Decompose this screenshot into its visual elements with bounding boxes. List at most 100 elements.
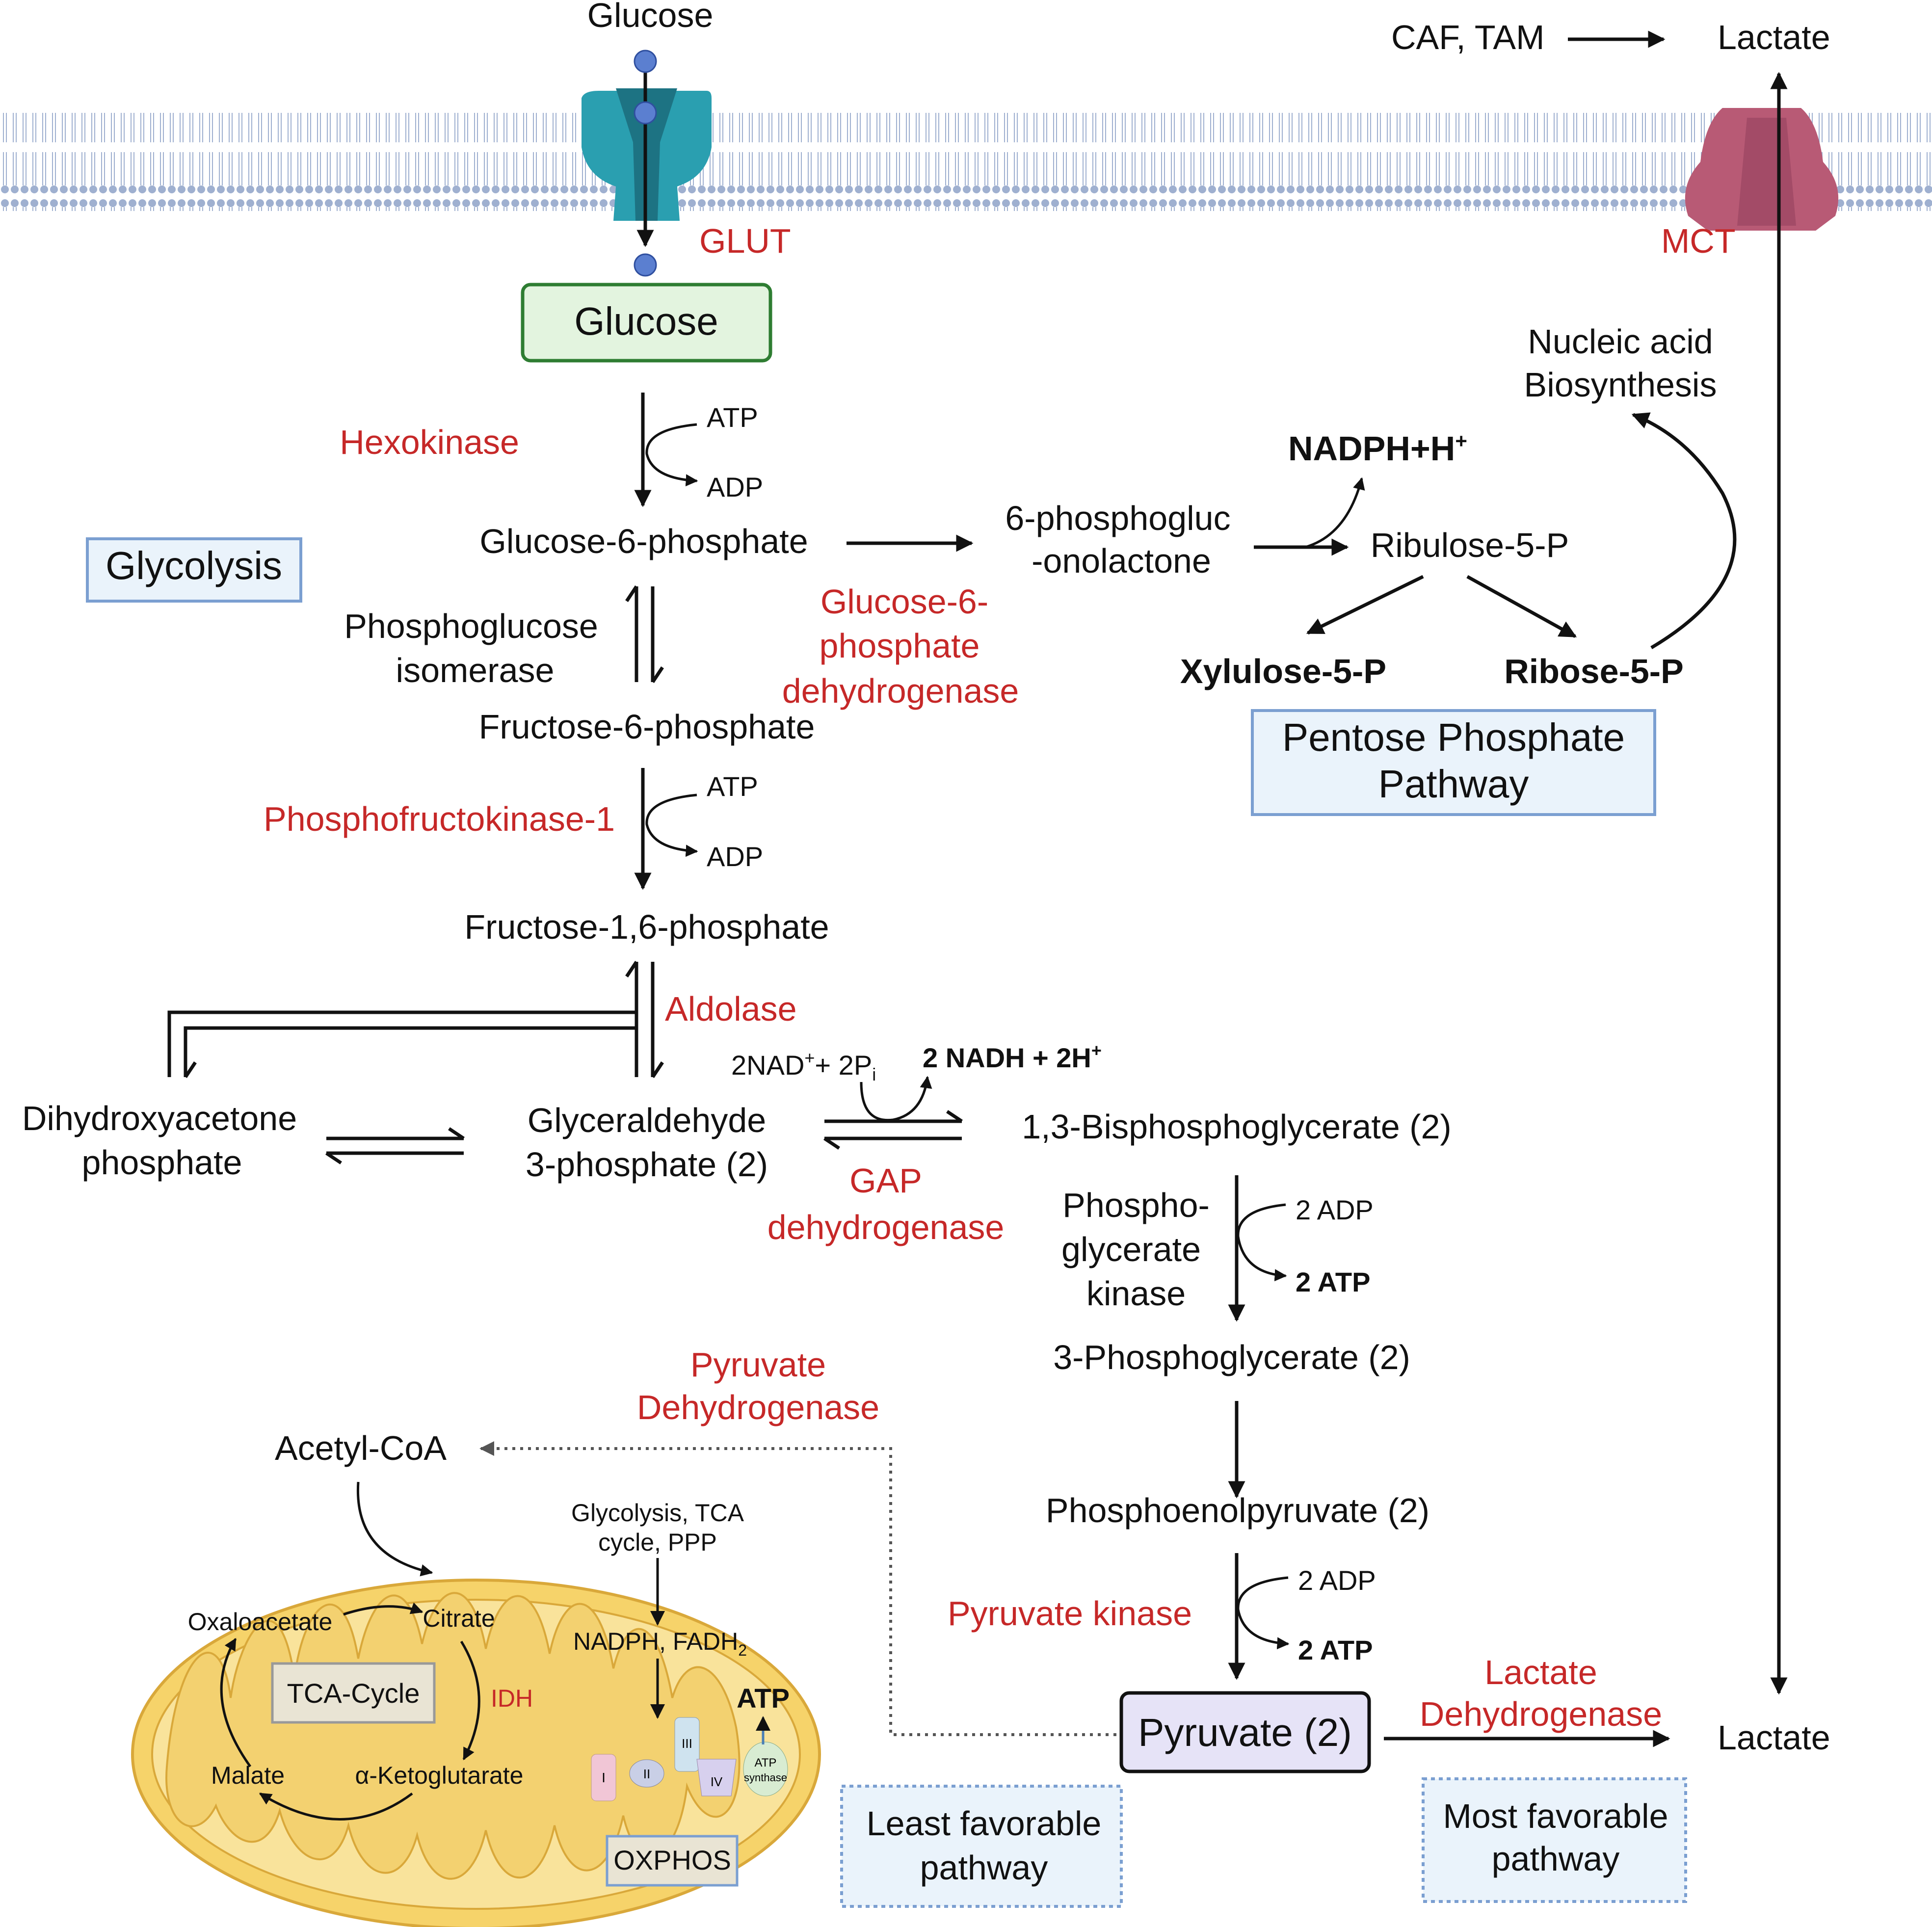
phosphogluconolactone-line2: -onolactone: [1032, 542, 1211, 580]
gapdh-label-line2: dehydrogenase: [768, 1208, 1005, 1246]
nadph-label: NADPH+H+: [1288, 429, 1467, 468]
pdh-label-line1: Pyruvate: [690, 1346, 826, 1384]
ldh-label-line2: Dehydrogenase: [1420, 1695, 1662, 1733]
3-phosphoglycerate-label: 3-Phosphoglycerate (2): [1053, 1338, 1410, 1376]
phosphogluconolactone-line1: 6-phosphogluc: [1005, 499, 1230, 537]
svg-text:I: I: [602, 1770, 606, 1785]
glucose-box-label: Glucose: [574, 299, 718, 343]
acetyl-coa-to-citrate-arrow: [356, 1481, 433, 1577]
svg-text:II: II: [643, 1767, 650, 1781]
ribose-arrow: [1466, 575, 1577, 638]
atp-label-2: ATP: [707, 771, 758, 802]
pgi-label-line2: isomerase: [396, 651, 555, 689]
gap-label-line1: Glyceraldehyde: [528, 1101, 766, 1139]
nucleic-acid-line2: Biosynthesis: [1524, 366, 1717, 404]
glucose-box: [521, 283, 772, 363]
xylulose-arrow: [1306, 575, 1424, 635]
tca-cycle-box: [271, 1662, 436, 1724]
least-favorable-line1: Least favorable: [867, 1804, 1102, 1843]
pgk-label-line3: kinase: [1086, 1274, 1186, 1313]
sources-line2: cycle, PPP: [598, 1529, 717, 1556]
aldolase-label: Aldolase: [665, 990, 797, 1028]
atp-synthase-icon: ATP synthase: [743, 1742, 788, 1796]
dhap-label-line2: phosphate: [82, 1143, 242, 1182]
oxaloacetate-label: Oxaloacetate: [188, 1608, 333, 1636]
oxphos-complex-2-icon: II: [629, 1759, 664, 1788]
pyruvate-kinase-label: Pyruvate kinase: [948, 1594, 1192, 1633]
ribose-5-p-label: Ribose-5-P: [1504, 652, 1684, 690]
ldh-label-line1: Lactate: [1484, 1653, 1597, 1691]
atp-adp-curve-1: [645, 423, 698, 487]
pgi-label-line1: Phosphoglucose: [344, 607, 598, 645]
oxphos-complex-1-icon: I: [591, 1754, 616, 1801]
pgk-label-line1: Phospho-: [1062, 1186, 1210, 1224]
pdh-label-line2: Dehydrogenase: [637, 1388, 879, 1426]
ppp-section-box: [1251, 709, 1656, 816]
alpha-ketoglutarate-label: α-Ketoglutarate: [355, 1762, 524, 1789]
bisphosphoglycerate-label: 1,3-Bisphosphoglycerate (2): [1022, 1108, 1451, 1146]
atp-adp-curve-2: [645, 793, 698, 857]
g6pd-label-line1: Glucose-6-: [820, 582, 988, 621]
pyruvate-box: [1119, 1691, 1371, 1773]
oxphos-complex-3-icon: III: [674, 1717, 700, 1772]
phosphoenolpyruvate-label: Phosphoenolpyruvate (2): [1046, 1491, 1429, 1530]
g6pd-label-line3: dehydrogenase: [782, 672, 1019, 710]
atp-output-label: ATP: [737, 1683, 790, 1714]
oxphos-label: OXPHOS: [613, 1845, 731, 1875]
gap-label-line2: 3-phosphate (2): [526, 1145, 768, 1184]
adp-label-1: ADP: [707, 472, 763, 502]
most-favorable-line2: pathway: [1492, 1840, 1620, 1878]
tca-akg-malate-arrow: [259, 1792, 413, 1821]
caf-tam-label: CAF, TAM: [1391, 18, 1544, 56]
idh-label: IDH: [491, 1685, 533, 1712]
pdh-dashed-arrow: [479, 1441, 1116, 1736]
gapdh-label-line1: GAP: [849, 1161, 922, 1200]
glucose-outside-label: Glucose: [587, 0, 714, 34]
tca-cycle-label: TCA-Cycle: [287, 1678, 420, 1709]
fructose-1-6-phosphate-label: Fructose-1,6-phosphate: [464, 908, 829, 946]
svg-text:synthase: synthase: [744, 1771, 787, 1784]
glucose-molecule-outside-icon: [634, 50, 657, 73]
most-favorable-line1: Most favorable: [1443, 1797, 1668, 1835]
mct-label: MCT: [1661, 222, 1736, 260]
sources-line1: Glycolysis, TCA: [571, 1499, 744, 1527]
glucose-6-phosphate-label: Glucose-6-phosphate: [479, 522, 808, 560]
malate-label: Malate: [211, 1762, 285, 1789]
adp-atp-curve-4: [1237, 1576, 1290, 1650]
lactate-outside-label: Lactate: [1718, 18, 1830, 56]
xylulose-5-p-label: Xylulose-5-P: [1180, 652, 1386, 690]
nad-label: 2NAD++ 2Pi: [731, 1048, 876, 1084]
tca-citrate-akg-arrow: [460, 1640, 480, 1761]
nucleic-acid-arrow: [1631, 412, 1737, 650]
tca-oaa-citrate-arrow: [343, 1602, 423, 1616]
adp-atp-curve-3: [1237, 1203, 1287, 1282]
cell-membrane: [0, 113, 1932, 211]
dhap-gap-reversible-arrow: [325, 1127, 465, 1164]
nad-nadh-curve: [860, 1076, 932, 1122]
pfk1-label: Phosphofructokinase-1: [264, 800, 615, 838]
nadh-label: 2 NADH + 2H+: [923, 1040, 1102, 1073]
fructose-6-phosphate-label: Fructose-6-phosphate: [479, 708, 815, 746]
least-favorable-box: [840, 1785, 1123, 1908]
nucleic-acid-line1: Nucleic acid: [1528, 322, 1713, 361]
least-favorable-line2: pathway: [920, 1848, 1048, 1887]
most-favorable-box: [1422, 1777, 1687, 1903]
atp-label-4: 2 ATP: [1298, 1635, 1373, 1665]
aldolase-reversible-arrow: [625, 961, 664, 1078]
adp-label-2: ADP: [707, 841, 763, 872]
tca-malate-oaa-arrow: [220, 1637, 252, 1768]
svg-text:III: III: [682, 1736, 692, 1751]
nadph-fadh-label: NADPH, FADH2: [573, 1628, 747, 1659]
svg-text:IV: IV: [711, 1774, 723, 1789]
hexokinase-label: Hexokinase: [340, 423, 519, 461]
glycolysis-section-box: [86, 537, 302, 603]
dhap-label-line1: Dihydroxyacetone: [22, 1099, 297, 1137]
atp-label-1: ATP: [707, 402, 758, 433]
atp-label-3: 2 ATP: [1296, 1267, 1370, 1297]
g6pd-label-line2: phosphate: [820, 627, 980, 665]
acetyl-coa-label: Acetyl-CoA: [275, 1429, 447, 1467]
ribulose-5-p-label: Ribulose-5-P: [1371, 526, 1569, 564]
glucose-molecule-transit-icon: [634, 101, 657, 125]
lactate-inside-label: Lactate: [1718, 1718, 1830, 1757]
nadph-branch-arrow: [1305, 477, 1365, 549]
